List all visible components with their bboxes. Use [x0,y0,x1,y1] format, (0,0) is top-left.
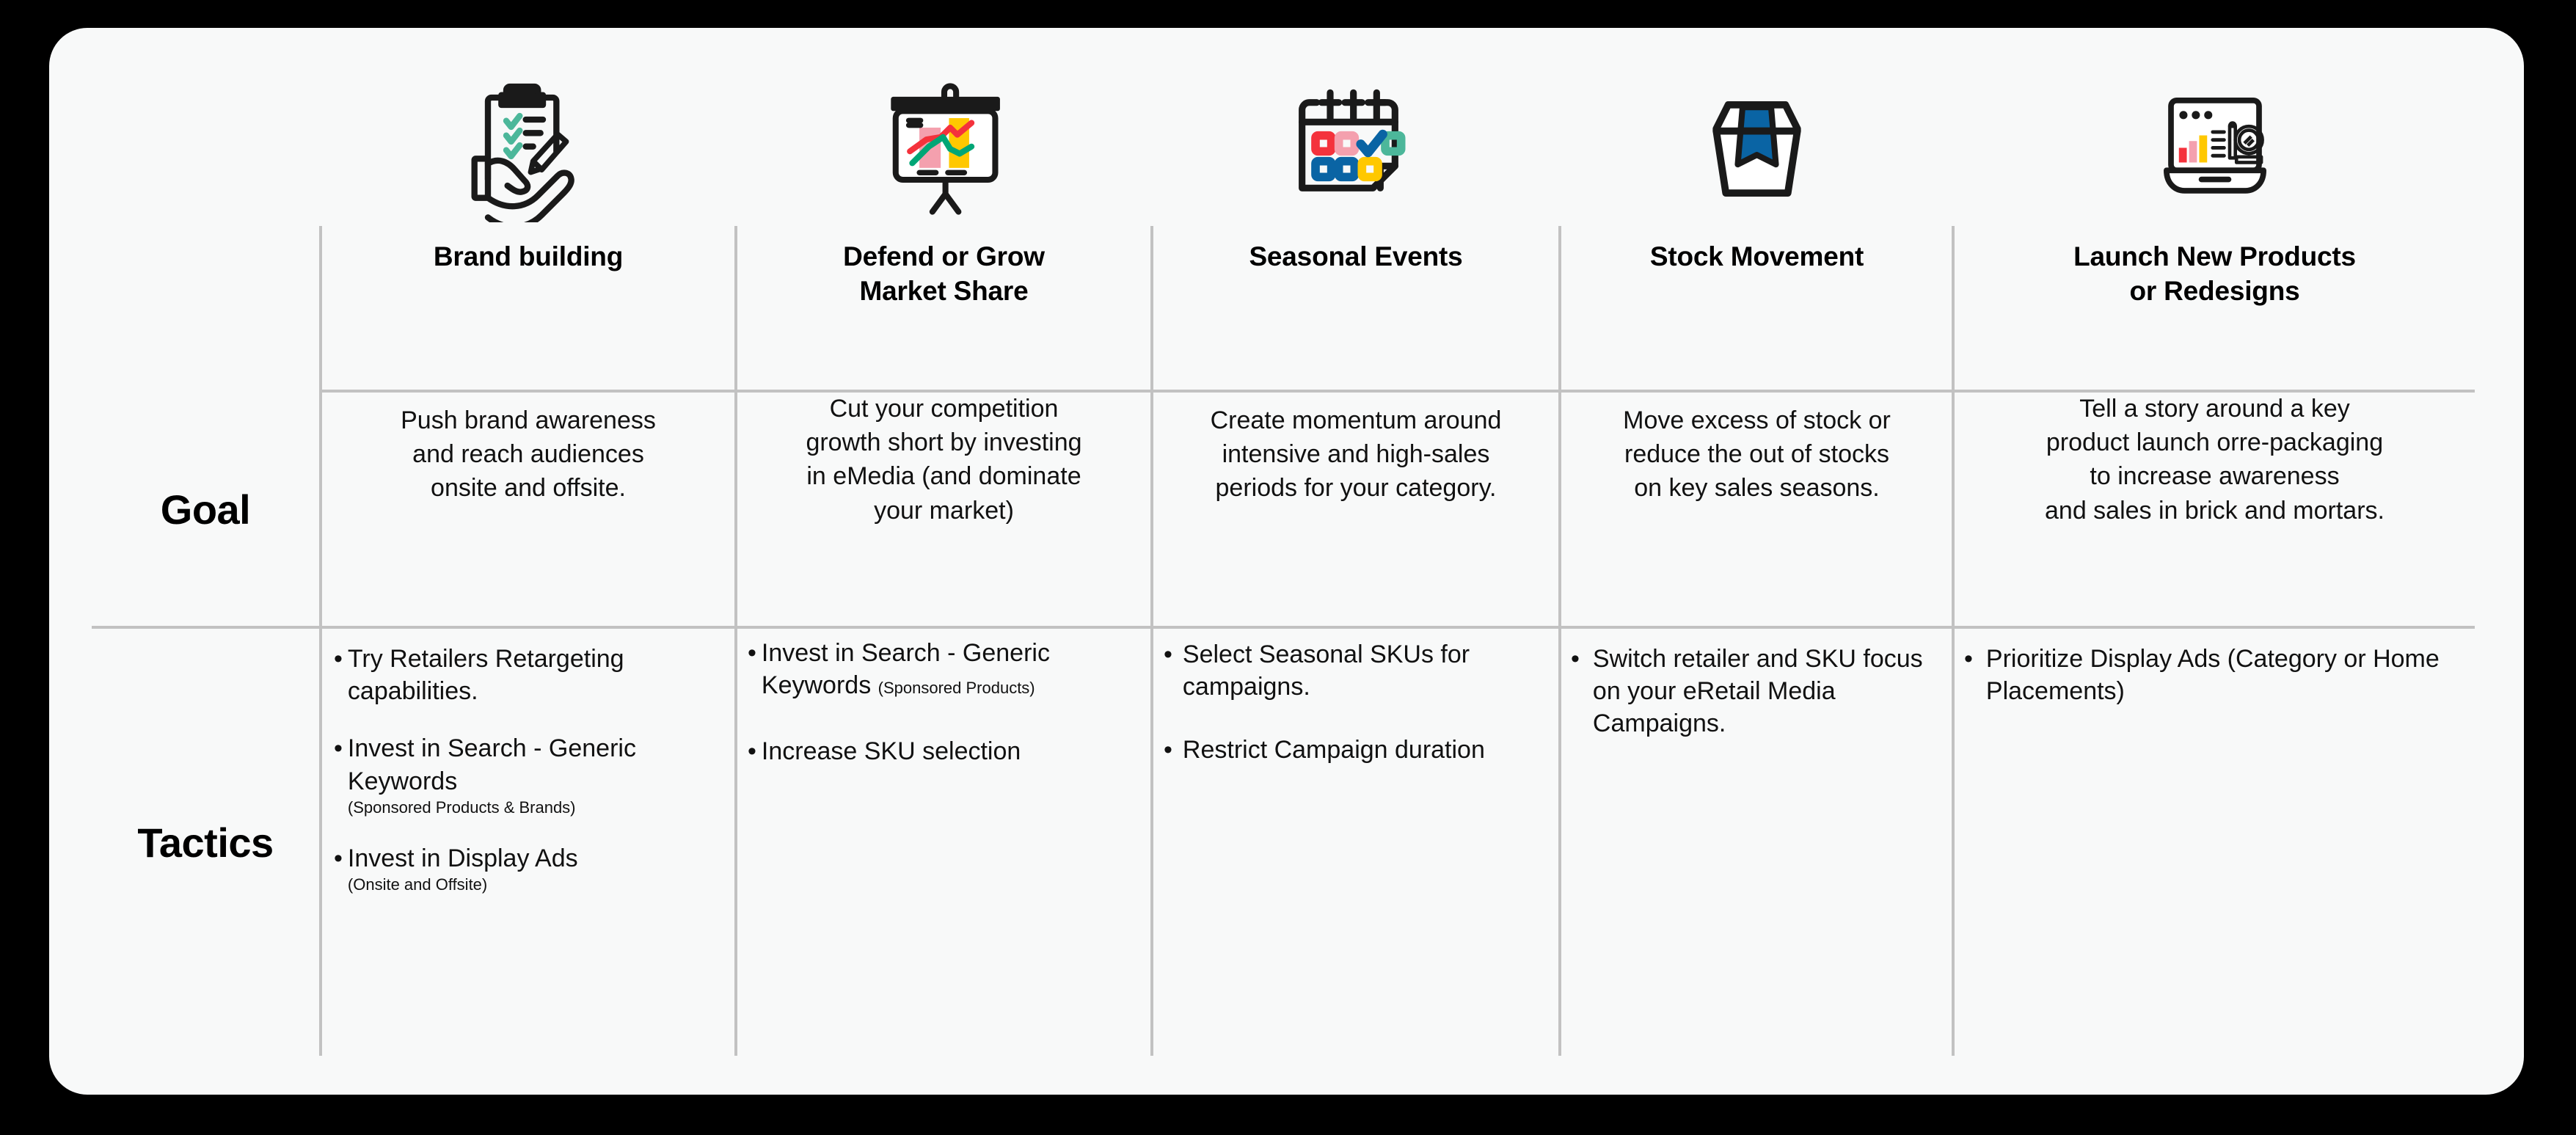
goal-line: on key sales seasons. [1634,474,1880,503]
column-header-seasonal-events: Seasonal Events [1153,72,1558,380]
bullet-icon: • [1164,736,1172,764]
tactic-item: • Select Seasonal SKUs for campaigns. [1164,638,1556,703]
row-divider-header-goal [319,390,2475,393]
tactic-note: (Onsite and Offsite) [347,875,488,894]
column-title: Seasonal Events [1249,239,1462,274]
goal-line: periods for your category. [1215,474,1497,503]
tactic-item: • Invest in Search - Generic Keywords (S… [334,732,730,817]
calendar-checkmark-icon [1282,72,1429,226]
tactics-cell-launch-new-products-or-redesigns: • Prioritize Display Ads (Category or Ho… [1964,643,2470,1054]
tactic-text: Invest in Display Ads [347,844,578,873]
bullet-icon: • [334,734,343,763]
tactic-text: Prioritize Display Ads (Category or Home… [1985,645,2440,706]
shipping-box-icon [1685,72,1828,226]
tactic-text: Increase SKU selection [761,737,1021,766]
tactic-note: (Sponsored Products) [877,679,1035,698]
title-line: Seasonal Events [1249,241,1463,271]
row-divider-goal-tactics [92,626,2475,629]
column-header-launch-new-products-or-redesigns: Launch New Products or Redesigns [1955,72,2475,380]
goal-line: growth short by investing [806,428,1082,457]
presentation-chart-icon [867,72,1021,226]
bullet-icon: • [334,645,343,673]
goal-line: reduce the out of stocks [1624,440,1889,469]
column-title: Defend or Grow Market Share [843,239,1045,309]
goal-line: Tell a story around a key [2079,395,2350,423]
tactics-cell-defend-or-grow-market-share: • Invest in Search - Generic Keywords (S… [748,637,1147,1048]
goal-line: Move excess of stock or [1623,406,1891,434]
tactics-cell-seasonal-events: • Select Seasonal SKUs for campaigns. • … [1164,638,1556,1049]
column-divider-5 [1952,226,1955,1056]
bullet-icon: • [748,639,756,667]
goal-line: to increase awareness [2090,462,2340,491]
goal-cell-stock-movement: Move excess of stock or reduce the out o… [1561,404,1952,624]
goal-line: and sales in brick and mortars. [2045,496,2385,525]
goal-line: Cut your competition [829,395,1059,423]
laptop-analytics-product-icon [2142,72,2288,226]
goal-line: intensive and high-sales [1222,440,1490,469]
column-header-stock-movement: Stock Movement [1561,72,1952,380]
column-title: Brand building [434,239,623,274]
goal-cell-launch-new-products-or-redesigns: Tell a story around a key product launch… [1955,392,2475,612]
tactic-text: Switch retailer and SKU focus on your eR… [1592,645,1923,738]
bullet-icon: • [334,844,343,873]
goal-line: product launch orre-packaging [2046,428,2384,457]
column-header-brand-building: Brand building [322,72,734,380]
tactic-item: • Try Retailers Retargeting capabilities… [334,643,730,707]
bullet-icon: • [1164,641,1172,668]
tactic-text: Restrict Campaign duration [1182,736,1485,764]
title-line: Brand building [433,241,624,271]
title-line: Stock Movement [1649,241,1864,271]
tactics-cell-stock-movement: • Switch retailer and SKU focus on your … [1571,643,1949,1054]
goal-line: Create momentum around [1210,406,1502,434]
title-line: Market Share [859,276,1029,307]
goal-cell-brand-building: Push brand awareness and reach audiences… [322,404,734,624]
tactics-cell-brand-building: • Try Retailers Retargeting capabilities… [334,643,730,1054]
goal-line: your market) [874,496,1014,525]
column-divider-3 [1150,226,1153,1056]
tactic-item: • Prioritize Display Ads (Category or Ho… [1964,643,2470,707]
bullet-icon: • [1964,645,1973,673]
goal-line: onsite and offsite. [431,474,626,503]
bullet-icon: • [1571,645,1580,673]
bullet-icon: • [748,737,756,766]
goal-line: Push brand awareness [401,406,656,434]
column-divider-1 [319,226,322,1056]
tactic-text: Try Retailers Retargeting capabilities. [347,645,624,706]
goal-cell-defend-or-grow-market-share: Cut your competition growth short by inv… [737,392,1150,612]
tactic-note: (Sponsored Products & Brands) [347,798,576,817]
row-label-goal: Goal [160,486,251,533]
clipboard-checklist-hand-icon [455,72,602,226]
column-header-defend-or-grow-market-share: Defend or Grow Market Share [737,72,1150,380]
title-line: Defend or Grow [843,241,1045,271]
goal-cell-seasonal-events: Create momentum around intensive and hig… [1153,404,1558,624]
goal-line: and reach audiences [412,440,644,469]
goal-line: in eMedia (and dominate [806,462,1081,491]
tactic-item: • Increase SKU selection [748,735,1147,767]
tactic-item: • Switch retailer and SKU focus on your … [1571,643,1949,740]
column-title: Stock Movement [1650,239,1864,274]
tactic-item: • Invest in Display Ads (Onsite and Offs… [334,842,730,895]
row-label-tactics: Tactics [137,819,274,866]
title-line: or Redesigns [2129,276,2300,307]
column-title: Launch New Products or Redesigns [2073,239,2356,309]
column-divider-2 [734,226,737,1056]
title-line: Launch New Products [2073,241,2356,271]
tactic-text: Invest in Search - Generic Keywords [347,734,636,795]
comparison-matrix-card: Brand building [49,28,2524,1095]
tactic-text: Select Seasonal SKUs for campaigns. [1182,641,1470,701]
tactic-item: • Restrict Campaign duration [1164,734,1556,766]
tactic-text: Invest in Search - Generic Keywords [761,639,1050,700]
tactic-item: • Invest in Search - Generic Keywords (S… [748,637,1147,701]
column-divider-4 [1558,226,1561,1056]
